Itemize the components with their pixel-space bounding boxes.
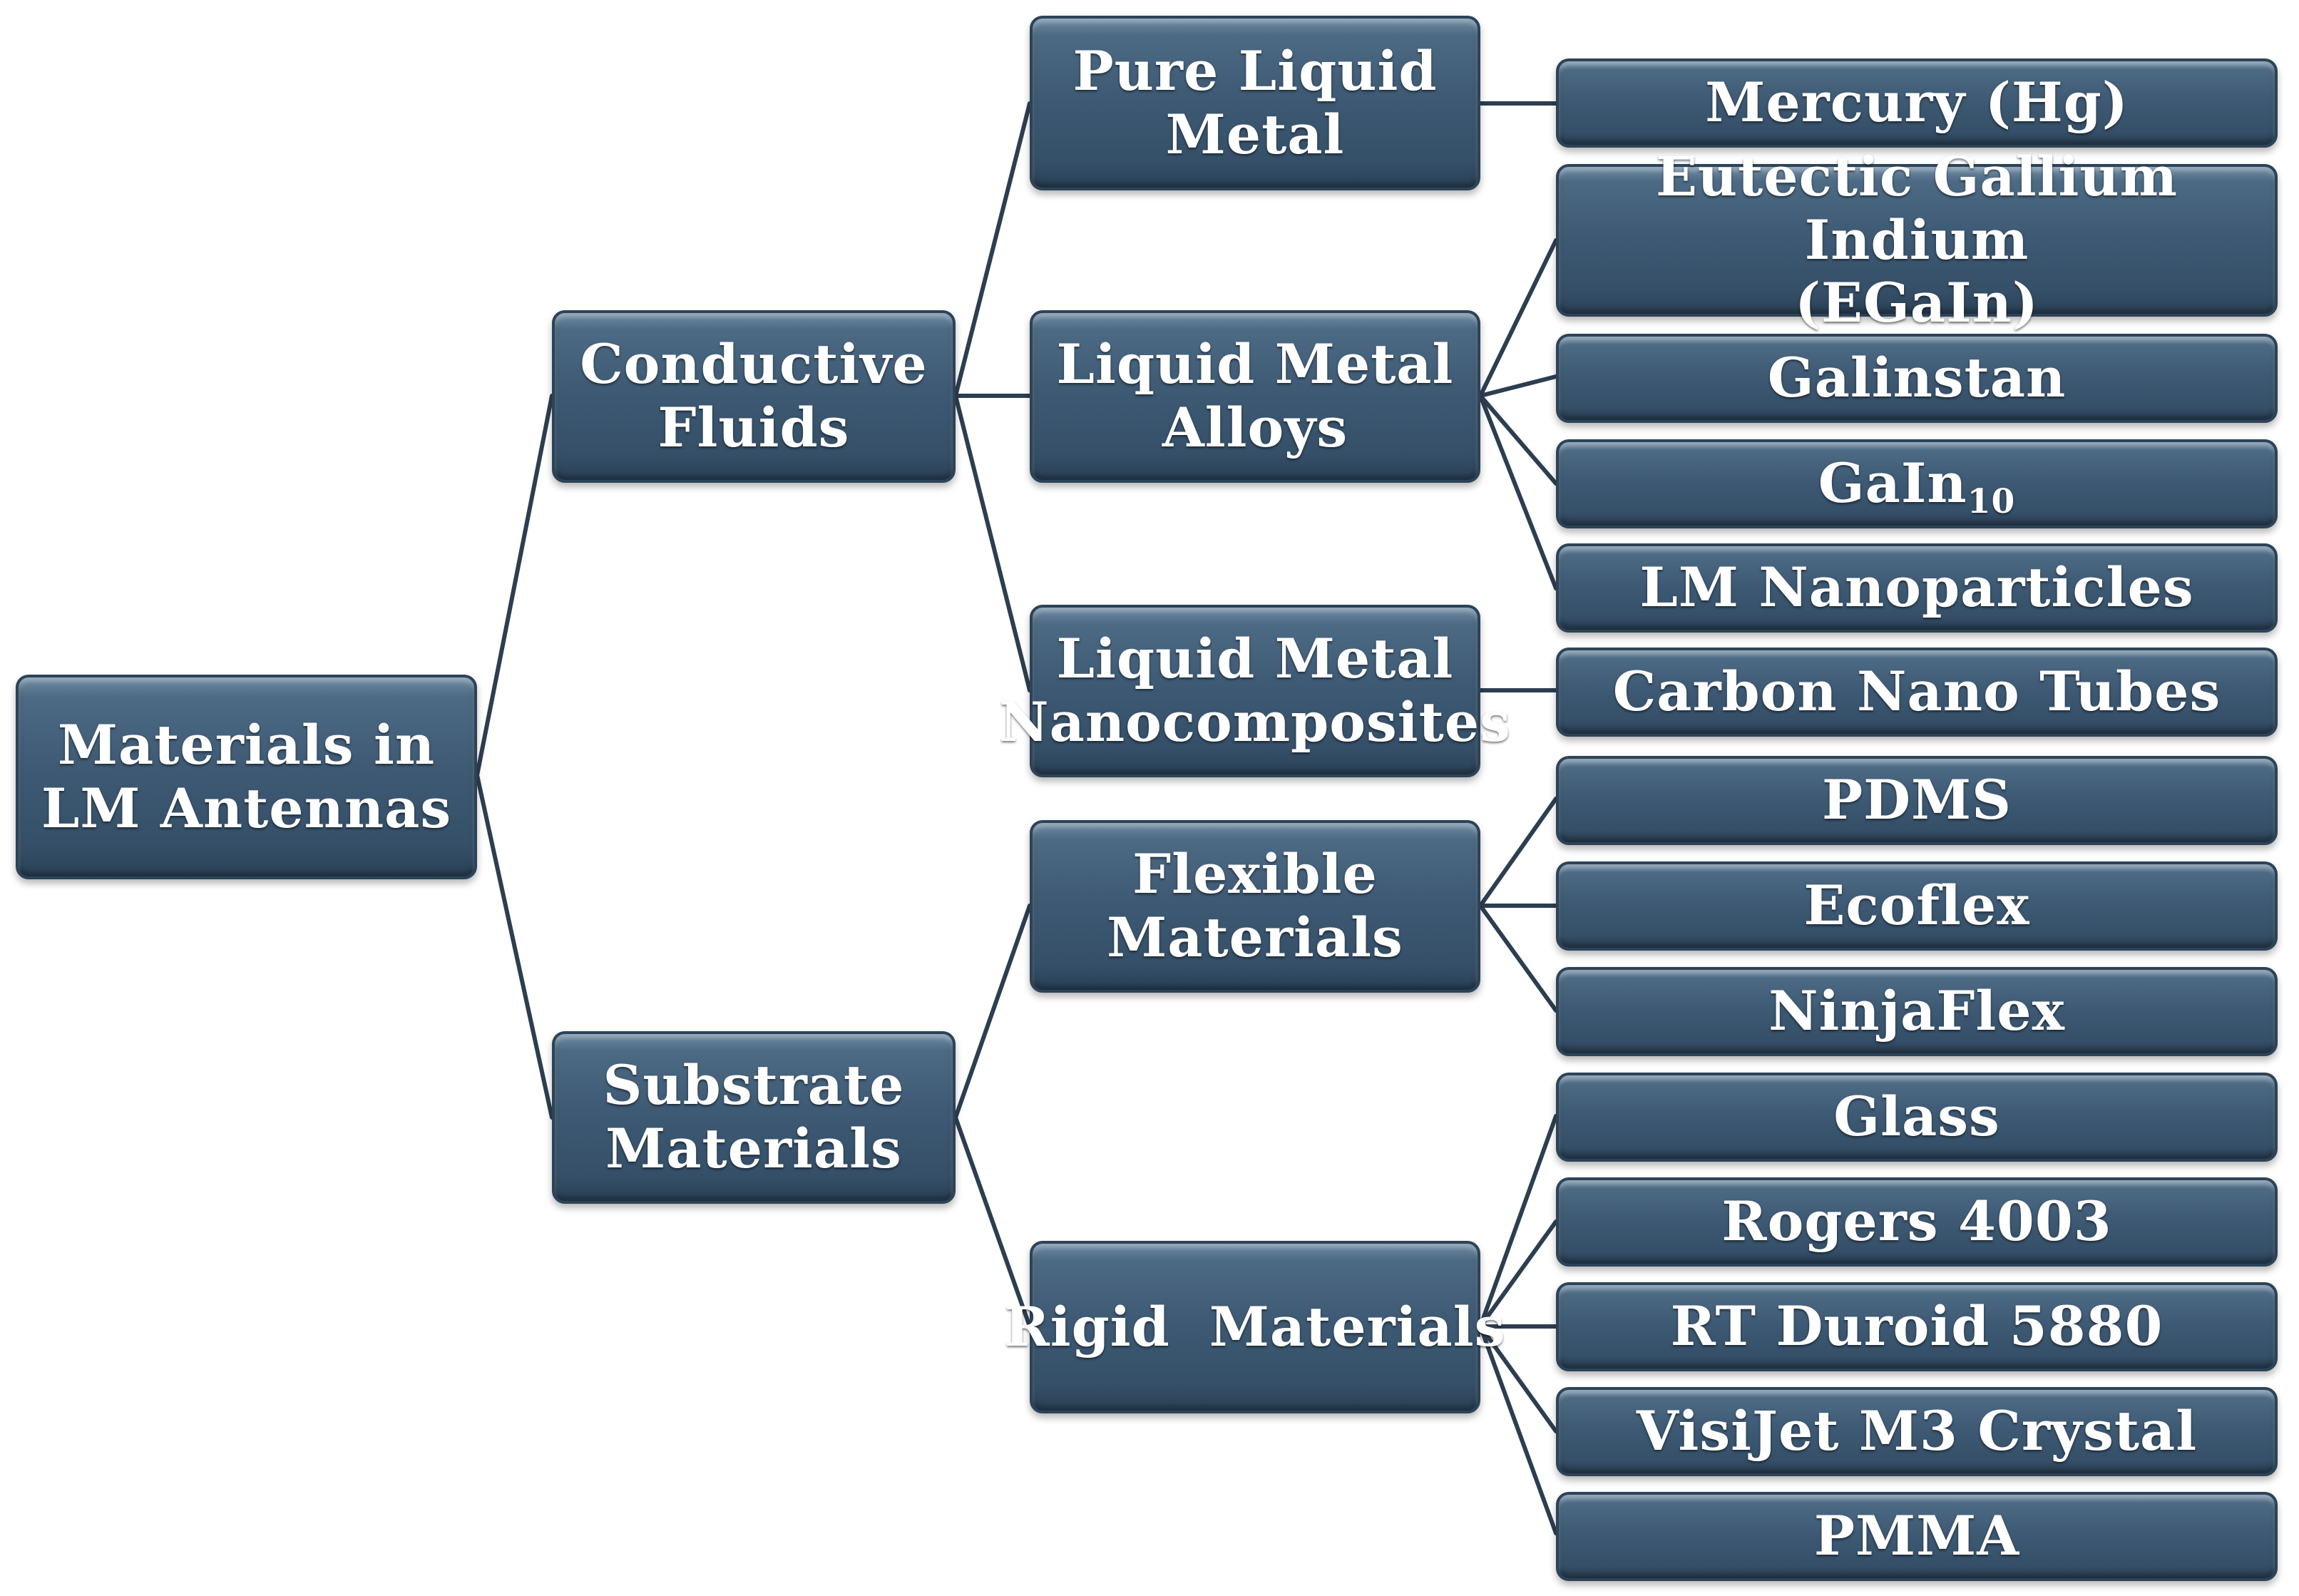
leaf-gain10: GaIn10 bbox=[1556, 439, 2278, 528]
substrate-label-line1: Substrate bbox=[603, 1053, 905, 1117]
gain10-base: GaIn bbox=[1818, 451, 1967, 516]
conductive-label-line2: Fluids bbox=[657, 396, 850, 459]
node-liquid-metal-alloys: Liquid Metal Alloys bbox=[1030, 310, 1480, 483]
substrate-label-line2: Materials bbox=[605, 1117, 902, 1180]
leaf-mercury: Mercury (Hg) bbox=[1556, 58, 2278, 148]
egain-label-line1: Eutectic Gallium Indium bbox=[1655, 144, 2178, 272]
conductive-label-line1: Conductive bbox=[580, 332, 928, 397]
rt-duroid-label: RT Duroid 5880 bbox=[1670, 1294, 2164, 1359]
node-pure-liquid-metal: Pure Liquid Metal bbox=[1030, 16, 1480, 190]
alloys-label-line2: Alloys bbox=[1162, 396, 1348, 459]
node-flexible-materials: Flexible Materials bbox=[1030, 820, 1480, 993]
nanocomposites-label-line1: Liquid Metal bbox=[1056, 627, 1454, 691]
leaf-glass: Glass bbox=[1556, 1073, 2278, 1162]
node-rigid-materials: Rigid Materials bbox=[1005, 1241, 1505, 1413]
leaf-visijet-m3-crystal: VisiJet M3 Crystal bbox=[1556, 1387, 2278, 1476]
leaf-rt-duroid-5880: RT Duroid 5880 bbox=[1556, 1282, 2278, 1371]
leaf-pmma: PMMA bbox=[1556, 1492, 2278, 1581]
ninjaflex-label: NinjaFlex bbox=[1768, 979, 2065, 1043]
alloys-label-line1: Liquid Metal bbox=[1056, 332, 1454, 397]
ecoflex-label: Ecoflex bbox=[1803, 874, 2030, 938]
root-node-materials-in-lm-antennas: Materials in LM Antennas bbox=[16, 675, 477, 879]
leaf-egain: Eutectic Gallium Indium (EGaIn) bbox=[1556, 145, 2278, 334]
leaf-galinstan: Galinstan bbox=[1556, 334, 2278, 423]
flexible-label-line2: Materials bbox=[1107, 906, 1403, 969]
nanocomposites-label-line2: Nanocomposites bbox=[999, 690, 1511, 754]
gain10-subscript: 10 bbox=[1967, 482, 2016, 522]
flexible-label-line1: Flexible bbox=[1132, 842, 1378, 906]
galinstan-label: Galinstan bbox=[1767, 346, 2067, 410]
leaf-lm-nanoparticles: LM Nanoparticles bbox=[1556, 543, 2278, 633]
carbon-nano-tubes-label: Carbon Nano Tubes bbox=[1612, 660, 2221, 724]
pure-label-line2: Metal bbox=[1165, 102, 1345, 166]
egain-label-line2: (EGaIn) bbox=[1795, 271, 2039, 335]
node-liquid-metal-nanocomposites: Liquid Metal Nanocomposites bbox=[999, 605, 1510, 777]
rigid-label: Rigid Materials bbox=[1004, 1294, 1506, 1359]
pure-label-line1: Pure Liquid bbox=[1072, 39, 1438, 103]
visijet-label: VisiJet M3 Crystal bbox=[1636, 1399, 2198, 1463]
leaf-ecoflex: Ecoflex bbox=[1556, 861, 2278, 951]
pdms-label: PDMS bbox=[1821, 768, 2012, 832]
lm-nanoparticles-label: LM Nanoparticles bbox=[1639, 556, 2194, 620]
pmma-label: PMMA bbox=[1813, 1504, 2020, 1568]
rogers-label: Rogers 4003 bbox=[1721, 1190, 2112, 1254]
leaf-ninjaflex: NinjaFlex bbox=[1556, 967, 2278, 1056]
leaf-rogers-4003: Rogers 4003 bbox=[1556, 1177, 2278, 1267]
mercury-label: Mercury (Hg) bbox=[1705, 71, 2129, 135]
gain10-label: GaIn10 bbox=[1818, 451, 2016, 518]
leaf-carbon-nano-tubes: Carbon Nano Tubes bbox=[1556, 648, 2278, 737]
leaf-pdms: PDMS bbox=[1556, 756, 2278, 845]
glass-label: Glass bbox=[1833, 1085, 2000, 1149]
node-substrate-materials: Substrate Materials bbox=[552, 1031, 956, 1204]
root-label-line2: LM Antennas bbox=[41, 776, 452, 840]
node-conductive-fluids: Conductive Fluids bbox=[552, 310, 956, 483]
root-label-line1: Materials in bbox=[57, 712, 436, 777]
